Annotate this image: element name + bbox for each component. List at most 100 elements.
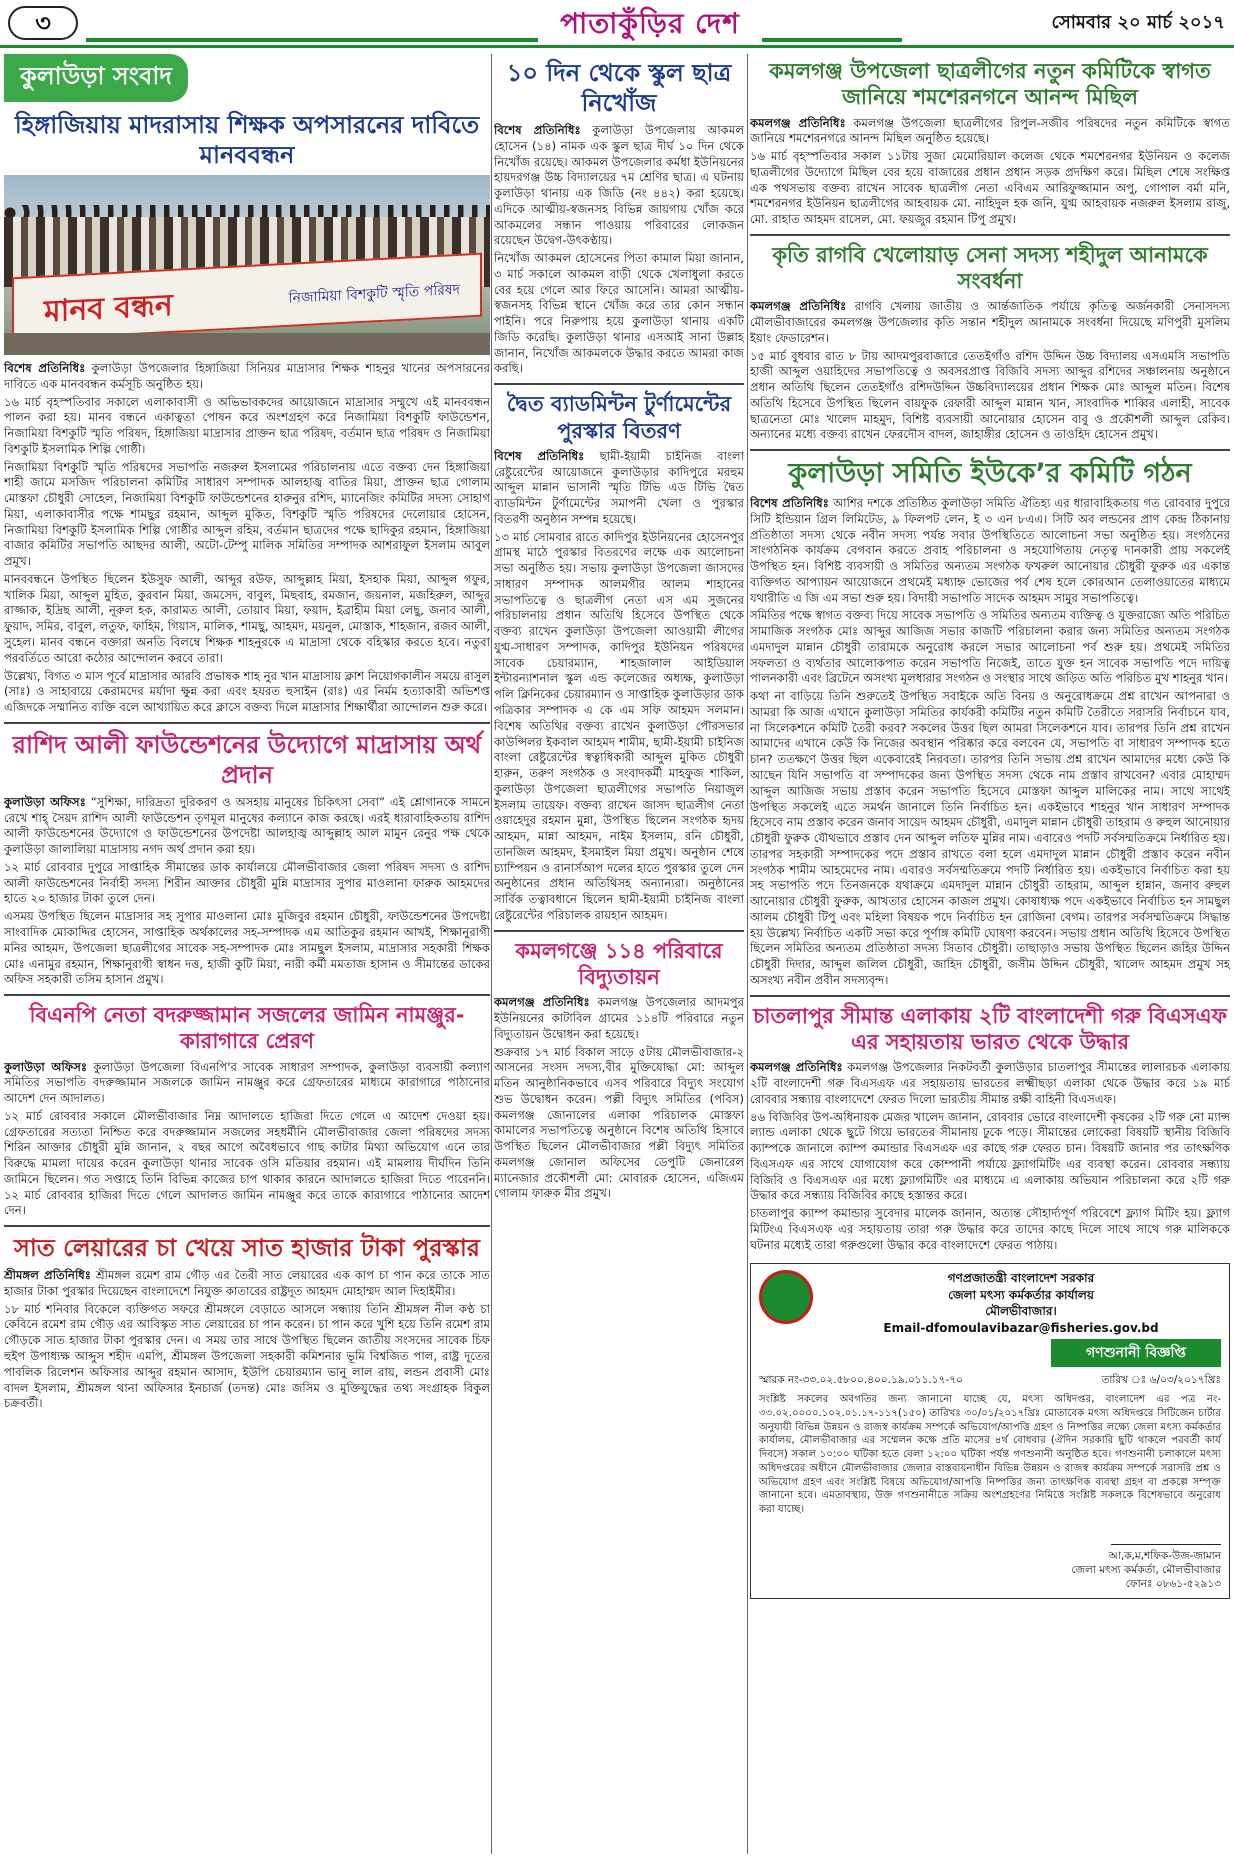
headline: কৃতি রাগবি খেলোয়াড় সেনা সদস্য শহীদুল আ… [772, 242, 1208, 294]
notice-meta: স্মারক নং-৩৩.০২.৫৮০০.৪০০.১৯.০১১.১৭-৭০ তা… [759, 1373, 1221, 1390]
dateline: বিশেষ প্রতিনিধিঃ [750, 496, 829, 510]
divider [494, 929, 744, 932]
paragraph: কমলগঞ্জ উপজেলার নিকটবর্তী কুলাউড়ার চাতল… [750, 1060, 1230, 1106]
photo-banner-text: মানব বন্ধন [44, 287, 173, 330]
article-body: কমলগঞ্জ প্রতিনিধিঃ কমলগঞ্জ উপজেলার আদমপু… [494, 995, 744, 1202]
headline: ১০ দিন থেকে স্কুল ছাত্র নিখোঁজ [506, 59, 732, 117]
section-label: কুলাউড়া সংবাদ [4, 54, 188, 102]
paragraph: ১৮ মার্চ শনিবার বিকেলে ব্যক্তিগত সফরে শ্… [4, 1301, 490, 1411]
article-body: বিশেষ প্রতিনিধিঃ কুলাউড়া উপজেলায় আকমল … [494, 123, 744, 377]
paragraph: এসময় উপস্থিত ছিলেন মাদ্রাসার সহ সুপার ম… [4, 909, 490, 987]
government-emblem-icon [759, 1270, 813, 1325]
paragraph: ছামী-ইয়ামী চাইনিজ বাংলা রেষ্টুরেন্টের আ… [494, 448, 744, 526]
divider [494, 383, 744, 386]
notice-email: Email-dfomoulavibazar@fisheries.gov.bd [883, 1320, 1159, 1335]
notice-header-line: মৌলভীবাজার। [985, 1303, 1057, 1318]
dateline: কুলাউড়া অফিসঃ [4, 794, 86, 809]
dateline: শ্রীমঙ্গল প্রতিনিধিঃ [4, 1268, 91, 1283]
paragraph: চাতলাপুর ক্যাম্প কমান্ডার সুবেদার মালেক … [750, 1206, 1230, 1252]
headline: কমলগঞ্জে ১১৪ পরিবারে বিদ্যুতায়ন [515, 938, 723, 989]
article-foundation-donation: রাশিদ আলী ফাউন্ডেশনের উদ্যোগে মাদ্রাসায়… [4, 730, 490, 988]
paragraph: শুক্রবার ১৭ মার্চ বিকাল সাড়ে ৫টায় মৌলভ… [494, 1044, 744, 1201]
article-body: কুলাউড়া অফিসঃ কুলাউড়া উপজেলা বিএনপি'র … [4, 1060, 490, 1220]
divider [750, 233, 1230, 236]
paragraph: কমলগঞ্জ উপজেলার আদমপুর ইউনিয়নের কাটাবিল… [494, 995, 744, 1041]
paragraph: ১২ মার্চ রোববার দুপুরে সাপ্তাহিক সীমান্ত… [4, 859, 490, 906]
headline: হিঙ্গাজিয়ায় মাদরাসায় শিক্ষক অপসারনের … [14, 111, 480, 169]
article-chhatra-league-rally: কমলগঞ্জ উপজেলা ছাত্রলীগের নতুন কমিটিকে স… [750, 58, 1230, 228]
divider [4, 721, 490, 724]
paragraph: ১৫ মার্চ বুধবার রাত ৮ টায় আদমপুরবাজারে … [750, 348, 1230, 442]
photo-banner-subtext: নিজামিয়া বিশকুটি স্মৃতি পরিষদ [288, 281, 460, 307]
paragraph: কমলগঞ্জ উপজেলা ছাত্রলীগের রিপুল-সজীব পরি… [750, 115, 1230, 146]
headline: সাত লেয়ারের চা খেয়ে সাত হাজার টাকা পুর… [13, 1234, 481, 1263]
article-body: কমলগঞ্জ প্রতিনিধিঃ রাগবি খেলায় জাতীয় ও… [750, 299, 1230, 443]
paragraph: কুলাউড়া উপজেলার হিঙ্গাজিয়া সিনিয়র মাদ… [4, 361, 490, 391]
article-kulaura-samity-uk: কুলাউড়া সমিতি ইউকে’র কমিটি গঠন বিশেষ প্… [750, 457, 1230, 988]
middle-column: ১০ দিন থেকে স্কুল ছাত্র নিখোঁজ বিশেষ প্র… [494, 54, 744, 1854]
paragraph: সমিতির পক্ষে স্বাগত বক্তব্য দিয়ে সাবেক … [750, 608, 1230, 686]
divider [750, 994, 1230, 997]
paragraph: শ্রীমঙ্গল রমেশ রাম গৌড় এর তৈরী সাত লেয়… [4, 1268, 490, 1298]
headline: চাতলাপুর সীমান্ত এলাকায় ২টি বাংলাদেশী গ… [753, 1003, 1227, 1054]
notice-body: সংশ্লিষ্ট সকলের অবগতির জন্য জানানো যাচ্ছ… [759, 1393, 1221, 1516]
headline: রাশিদ আলী ফাউন্ডেশনের উদ্যোগে মাদ্রাসায়… [12, 730, 482, 789]
article-bnp-bail: বিএনপি নেতা বদরুজ্জামান সজলের জামিন নামঞ… [4, 1002, 490, 1219]
paragraph: ১৩ মার্চ সোমবার রাতে কাদিপুর ইউনিয়নের হ… [494, 529, 744, 922]
article-electrification: কমলগঞ্জে ১১৪ পরিবারে বিদ্যুতায়ন কমলগঞ্জ… [494, 938, 744, 1202]
divider [4, 994, 490, 997]
paragraph: ১৬ মার্চ বৃহস্পতিবার সকালে এলাকাবাসী ও অ… [4, 394, 490, 456]
left-column: কুলাউড়া সংবাদ হিঙ্গাজিয়ায় মাদরাসায় শ… [4, 54, 490, 1854]
paragraph: ১২ মার্চ রোববার সকালে মৌলভীবাজার নিম্ন আ… [4, 1108, 490, 1218]
article-rugby-reception: কৃতি রাগবি খেলোয়াড় সেনা সদস্য শহীদুল আ… [750, 242, 1230, 443]
divider [4, 1225, 490, 1228]
paragraph: নিজামিয়া বিশকুটি স্মৃতি পরিষদের সভাপতি … [4, 459, 490, 569]
article-body: বিশেষ প্রতিনিধিঃ কুলাউড়া উপজেলার হিঙ্গা… [4, 361, 490, 716]
article-body: শ্রীমঙ্গল প্রতিনিধিঃ শ্রীমঙ্গল রমেশ রাম … [4, 1268, 490, 1412]
paper-name-logo: পাতাকুঁড়ির দেশ [560, 7, 740, 40]
dateline: কমলগঞ্জ প্রতিনিধিঃ [494, 995, 590, 1010]
dateline: কমলগঞ্জ প্রতিনিধিঃ [750, 299, 847, 314]
headline: বিএনপি নেতা বদরুজ্জামান সজলের জামিন নামঞ… [29, 1003, 465, 1054]
notice-memo: স্মারক নং-৩৩.০২.৫৮০০.৪০০.১৯.০১১.১৭-৭০ [759, 1373, 963, 1386]
column-divider [491, 54, 492, 1854]
article-madrasa-protest: হিঙ্গাজিয়ায় মাদরাসায় শিক্ষক অপসারনের … [4, 110, 490, 716]
masthead: ৩ পাতাকুঁড়ির দেশ সোমবার ২০ মার্চ ২০১৭ [0, 0, 1234, 48]
paragraph: রাগবি খেলায় জাতীয় ও আর্ন্তজাতিক পর্যায… [750, 299, 1230, 345]
notice-header: গণপ্রজাতন্ত্রী বাংলাদেশ সরকার জেলা মৎস্য… [759, 1270, 1221, 1319]
paragraph: ৪৬ বিজিবির উপ-অধিনায়ক মেজর খালেদ জানান,… [750, 1109, 1230, 1203]
news-photo: মানব বন্ধন নিজামিয়া বিশকুটি স্মৃতি পরিষ… [4, 175, 490, 355]
notice-date: তারিখ ঃ ৬/০৩/২০১৭খ্রিঃ [1101, 1373, 1221, 1386]
notice-title: গণশুনানী বিজ্ঞপ্তি [1051, 1338, 1221, 1367]
article-body: কমলগঞ্জ প্রতিনিধিঃ কমলগঞ্জ উপজেলা ছাত্রল… [750, 116, 1230, 228]
dateline: কমলগঞ্জ প্রতিনিধিঃ [750, 1060, 843, 1075]
article-body: কমলগঞ্জ প্রতিনিধিঃ কমলগঞ্জ উপজেলার নিকটব… [750, 1060, 1230, 1253]
notice-signer: আ,ক,ম,শফিক-উজ-জামান [1108, 1550, 1221, 1563]
dateline: বিশেষ প্রতিনিধিঃ [494, 123, 581, 137]
notice-phone: ফোনঃ ০৮৬১-৫২৯১৩ [1125, 1578, 1221, 1591]
masthead-date: সোমবার ২০ মার্চ ২০১৭ [1051, 12, 1225, 33]
paragraph: মানববন্ধনে উপস্থিত ছিলেন ইউসুফ আলী, আব্দ… [4, 571, 490, 665]
right-column: কমলগঞ্জ উপজেলা ছাত্রলীগের নতুন কমিটিকে স… [750, 54, 1230, 1854]
paragraph: ১৬ মার্চ বৃহস্পতিবার সকাল ১১টায় সুজা মে… [750, 149, 1230, 227]
paragraph: কুলাউড়া উপজেলা বিএনপি'র সাবেক সাধারণ সম… [4, 1059, 490, 1106]
notice-header-line: গণপ্রজাতন্ত্রী বাংলাদেশ সরকার [947, 1271, 1095, 1286]
article-missing-student: ১০ দিন থেকে স্কুল ছাত্র নিখোঁজ বিশেষ প্র… [494, 58, 744, 377]
notice-header-line: জেলা মৎস্য কর্মকর্তার কার্যালয় [948, 1287, 1094, 1302]
divider [750, 449, 1230, 452]
headline: কমলগঞ্জ উপজেলা ছাত্রলীগের নতুন কমিটিকে স… [769, 59, 1211, 110]
masthead-rule-right [762, 38, 902, 42]
article-body: বিশেষ প্রতিনিধিঃ ছামী-ইয়ামী চাইনিজ বাংল… [494, 449, 744, 924]
dateline: কমলগঞ্জ প্রতিনিধিঃ [750, 115, 846, 130]
article-cattle-recovery: চাতলাপুর সীমান্ত এলাকায় ২টি বাংলাদেশী গ… [750, 1003, 1230, 1254]
government-notice: গণপ্রজাতন্ত্রী বাংলাদেশ সরকার জেলা মৎস্য… [750, 1263, 1230, 1599]
dateline: কুলাউড়া অফিসঃ [4, 1059, 88, 1074]
paragraph: নিখোঁজ আকমল হোসেনের পিতা কামাল মিয়া জান… [494, 251, 744, 376]
paragraph: কুলাউড়া উপজেলায় আকমল হোসেন (১৪) নামক এ… [494, 123, 744, 248]
article-badminton-prize: দ্বৈত ব্যাডমিন্টন টুর্ণামেন্টের পুরস্কার… [494, 391, 744, 923]
notice-signer-title: জেলা মৎস্য কর্মকর্তা, মৌলভীবাজার [1071, 1564, 1221, 1577]
paragraph: আশির দশকে প্রতিষ্ঠিত কুলাউড়া সমিতি ঐতিহ… [750, 496, 1230, 605]
dateline: বিশেষ প্রতিনিধিঃ [494, 448, 585, 463]
dateline: বিশেষ প্রতিনিধিঃ [4, 361, 86, 375]
signature-mark [1111, 1523, 1221, 1545]
